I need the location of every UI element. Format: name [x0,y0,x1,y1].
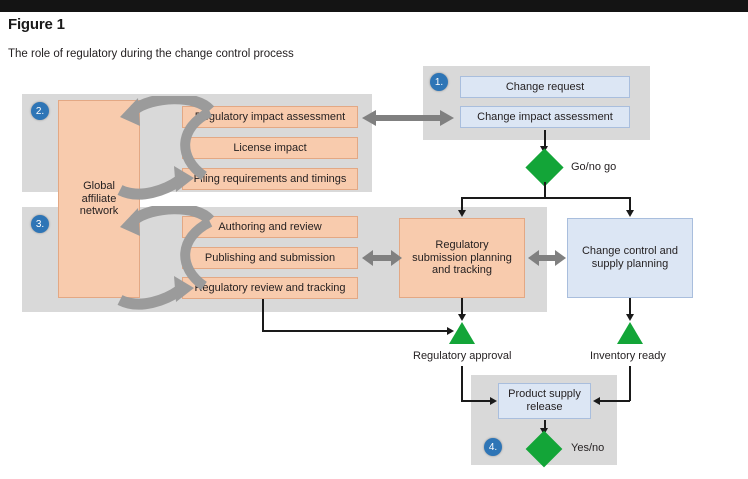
section-number-3: 3. [31,215,49,233]
connector-review-tracking-down [262,299,264,331]
feedback-loop-arrow-panel-3-bottom [117,276,194,310]
label-yes-no: Yes/no [571,442,605,454]
connector-inventory-to-release [599,400,630,402]
box-publishing-and-submission[interactable]: Publishing and submission [182,247,358,269]
feedback-loop-connector-panel-3 [180,217,213,291]
connector-to-submission-box [461,197,463,211]
connector-impact-to-decision [544,130,546,148]
arrowhead-change-control-to-inventory [625,314,634,321]
box-regulatory-submission-planning-and-tracking[interactable]: Regulatory submission planning and track… [399,218,525,298]
milestone-triangle-regulatory-approval [449,322,475,344]
connector-release-to-decision [544,420,546,430]
section-number-2: 2. [31,102,49,120]
top-black-bar [0,0,748,12]
connector-decision-split [461,197,630,199]
connector-decision-down [544,182,546,198]
figure-subtitle: The role of regulatory during the change… [8,48,294,60]
connector-approval-down [461,366,463,401]
connector-inventory-down [629,366,631,401]
section-number-1: 1. [430,73,448,91]
milestone-triangle-inventory-ready [617,322,643,344]
connector-submission-to-approval [461,298,463,316]
bidirectional-arrow-panel3-to-submission [362,250,402,266]
arrowhead-to-submission-box [457,210,466,217]
box-change-impact-assessment[interactable]: Change impact assessment [460,106,630,128]
box-regulatory-review-and-tracking[interactable]: Regulatory review and tracking [182,277,358,299]
feedback-loop-arrow-panel-2-top [120,96,215,126]
arrowhead-inventory-to-release [593,396,600,405]
feedback-loop-connector-panel-2 [180,107,213,181]
figure-title: Figure 1 [8,16,65,33]
arrowhead-approval-to-release [490,396,497,405]
box-license-impact[interactable]: License impact [182,137,358,159]
connector-approval-to-release [461,400,491,402]
box-regulatory-impact-assessment[interactable]: Regulatory impact assessment [182,106,358,128]
box-change-control-and-supply-planning[interactable]: Change control and supply planning [567,218,693,298]
feedback-loop-arrow-panel-2-bottom [117,166,194,200]
connector-review-tracking-right [262,330,448,332]
section-number-4: 4. [484,438,502,456]
decision-diamond-go-no-go [525,148,564,187]
box-product-supply-release[interactable]: Product supply release [498,383,591,419]
box-change-request[interactable]: Change request [460,76,630,98]
label-regulatory-approval: Regulatory approval [413,350,512,362]
arrowhead-submission-to-approval [457,314,466,321]
bidirectional-arrow-submission-to-change-control [528,250,566,266]
label-inventory-ready: Inventory ready [590,350,666,362]
connector-to-change-control-box [629,197,631,211]
box-filing-requirements-and-timings[interactable]: Filing requirements and timings [182,168,358,190]
arrowhead-to-change-control-box [625,210,634,217]
connector-change-control-to-inventory [629,298,631,316]
feedback-loop-arrow-panel-3-top [120,206,215,236]
box-authoring-and-review[interactable]: Authoring and review [182,216,358,238]
label-go-no-go: Go/no go [571,161,617,173]
bidirectional-arrow-panel2-to-panel1 [362,110,454,126]
